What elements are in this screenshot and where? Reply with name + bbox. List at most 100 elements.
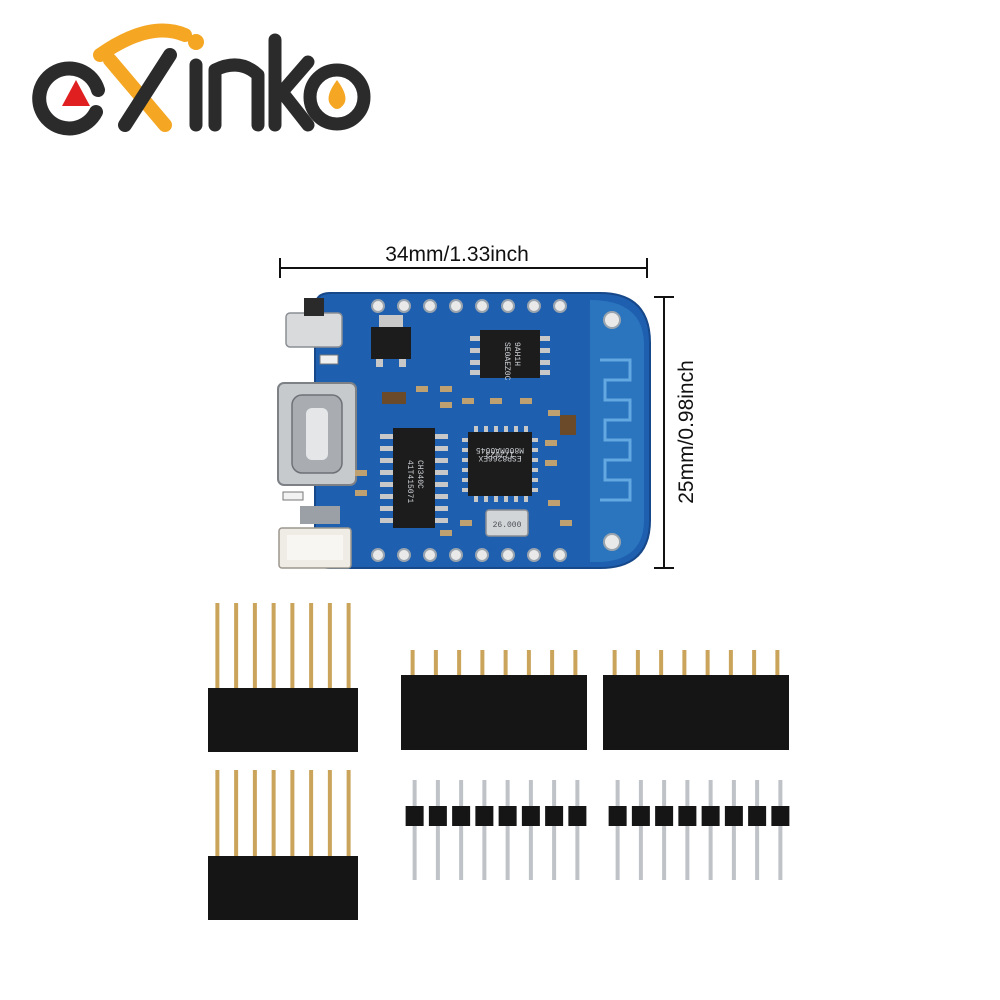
- crystal-text: 26.000: [493, 521, 522, 530]
- header-block: [475, 806, 494, 826]
- header-pin: [290, 770, 295, 856]
- header-pin: [309, 603, 314, 688]
- header-block: [452, 806, 471, 826]
- header-block: [405, 806, 424, 826]
- header-body: [603, 675, 789, 750]
- header-pin: [327, 770, 332, 856]
- header-pin: [234, 603, 239, 688]
- header-pin: [682, 650, 687, 675]
- header-pin: [752, 650, 757, 675]
- header-pin: [480, 650, 485, 675]
- header-pin: [528, 780, 533, 880]
- antenna-trace: [600, 358, 632, 502]
- header-block: [771, 806, 790, 826]
- header-pin: [327, 603, 332, 688]
- usb-c-connector: [277, 382, 357, 486]
- height-label: 25mm/0.98inch: [675, 360, 698, 504]
- header-pin: [435, 780, 440, 880]
- male-header-2: [608, 780, 790, 880]
- ch340-text-2: 41T415071: [405, 460, 414, 503]
- header-pin: [575, 780, 580, 880]
- passive-components: [355, 386, 576, 536]
- esp-text-1: ESP8266EX: [478, 453, 521, 462]
- flash-chip-text-2: SE0AEZ0C: [502, 342, 511, 381]
- header-pin: [346, 603, 351, 688]
- header-pin: [728, 650, 733, 675]
- male-headers: [405, 780, 790, 880]
- header-pin: [234, 770, 239, 856]
- header-pin: [252, 770, 257, 856]
- header-block: [701, 806, 720, 826]
- crystal-oscillator: 26.000: [485, 509, 529, 537]
- esp-text-3: M800MA0045: [476, 445, 524, 454]
- header-block: [428, 806, 447, 826]
- male-header-1: [405, 780, 587, 880]
- ch340-text-1: CH340C: [415, 460, 424, 489]
- logo-triangle-icon: [62, 80, 90, 106]
- header-pin: [503, 650, 508, 675]
- header-body: [401, 675, 587, 750]
- antenna-area: [590, 300, 644, 562]
- height-dimension: 25mm/0.98inch: [654, 296, 698, 569]
- female-headers: [208, 603, 789, 920]
- header-body: [208, 856, 358, 920]
- header-pin: [482, 780, 487, 880]
- header-block: [608, 806, 627, 826]
- female-header-4: [208, 770, 358, 920]
- flash-chip: 9AH1H SE0AEZ0C: [470, 330, 550, 381]
- brand-logo: [32, 23, 371, 136]
- header-pin: [505, 780, 510, 880]
- logo-drop-icon: [328, 80, 346, 109]
- female-header-1: [208, 603, 358, 752]
- header-pin: [659, 650, 664, 675]
- header-pin: [755, 780, 760, 880]
- header-pin: [215, 603, 220, 688]
- header-block: [498, 806, 517, 826]
- header-block: [655, 806, 674, 826]
- header-block: [521, 806, 540, 826]
- header-pin: [433, 650, 438, 675]
- female-header-3: [603, 650, 789, 750]
- header-pin: [271, 603, 276, 688]
- header-pin: [410, 650, 415, 675]
- battery-connector: [278, 527, 352, 569]
- header-pin: [252, 603, 257, 688]
- usb-serial-chip: CH340C 41T415071: [380, 428, 448, 528]
- voltage-regulator: [371, 315, 411, 367]
- header-pin: [412, 780, 417, 880]
- top-pin-holes: [371, 299, 567, 313]
- header-pin: [309, 770, 314, 856]
- header-block: [724, 806, 743, 826]
- header-pin: [215, 770, 220, 856]
- header-block: [748, 806, 767, 826]
- header-block: [545, 806, 564, 826]
- width-label: 34mm/1.33inch: [385, 243, 529, 266]
- header-pin: [635, 650, 640, 675]
- header-pin: [346, 770, 351, 856]
- header-pin: [457, 650, 462, 675]
- header-block: [678, 806, 697, 826]
- bottom-pin-holes: [371, 548, 567, 562]
- header-pin: [526, 650, 531, 675]
- header-pin: [612, 650, 617, 675]
- header-pin: [615, 780, 620, 880]
- flash-chip-text-1: 9AH1H: [512, 342, 521, 366]
- header-pin: [550, 650, 555, 675]
- header-pin: [685, 780, 690, 880]
- header-pin: [775, 650, 780, 675]
- esp8266-chip: ESP8266EX 172023 M800MA0045: [462, 426, 538, 502]
- header-pin: [662, 780, 667, 880]
- header-block: [568, 806, 587, 826]
- reset-button: [285, 298, 343, 348]
- header-body: [208, 688, 358, 752]
- header-pin: [778, 780, 783, 880]
- pcb-board: 9AH1H SE0AEZ0C CH340C 41T415071: [277, 292, 651, 569]
- header-pin: [708, 780, 713, 880]
- header-pin: [459, 780, 464, 880]
- header-pin: [705, 650, 710, 675]
- header-pin: [552, 780, 557, 880]
- female-header-2: [401, 650, 587, 750]
- header-pin: [731, 780, 736, 880]
- header-pin: [290, 603, 295, 688]
